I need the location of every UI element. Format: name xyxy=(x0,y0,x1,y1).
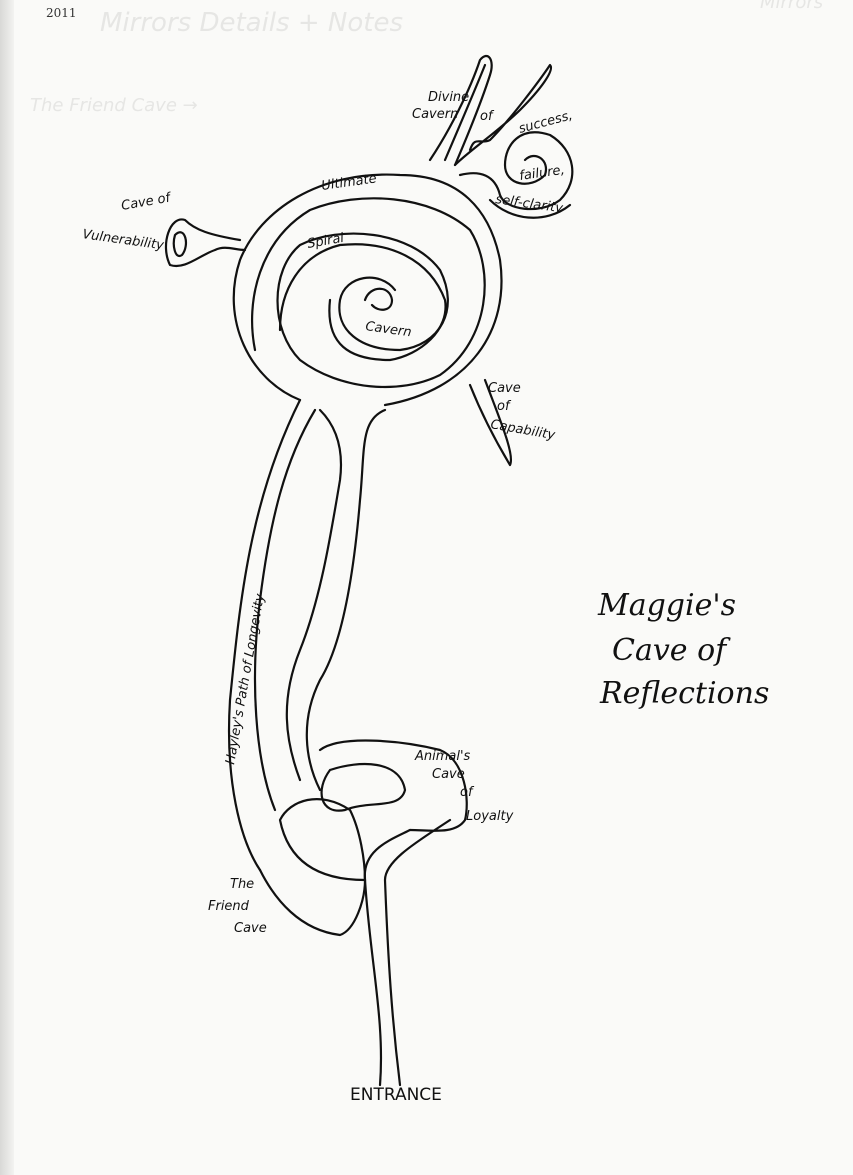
label-spiral: Spiral xyxy=(306,231,345,252)
title-line-3: Reflections xyxy=(599,676,769,711)
page-edge-shadow xyxy=(0,0,14,1175)
label-friend-the: The xyxy=(230,877,254,892)
bleed-through-corner: Mirrors xyxy=(760,0,824,13)
cave-of-capability xyxy=(468,378,513,467)
entrance-passage xyxy=(363,828,412,1087)
title-line-2: Cave of xyxy=(612,633,731,668)
bleed-through-title: Mirrors Details + Notes xyxy=(100,8,403,38)
cave-of-vulnerability xyxy=(165,218,247,268)
label-vulnerability-2: Vulnerability xyxy=(81,227,165,253)
friend-cave xyxy=(278,798,367,882)
label-failure: failure, xyxy=(518,163,565,184)
label-of: of xyxy=(480,109,495,124)
label-divine-cavern: Cavern xyxy=(412,107,458,122)
title-line-1: Maggie's xyxy=(597,588,736,623)
map-labels: Divine Cavern of success, failure, self-… xyxy=(81,90,574,1105)
label-capability-1: Cave xyxy=(488,381,521,396)
divine-cavern xyxy=(428,54,493,167)
label-ultimate: Ultimate xyxy=(320,171,377,194)
label-hayleys-path: Hayley's Path of Longevity xyxy=(223,592,268,765)
year-label: 2011 xyxy=(46,6,77,20)
hayleys-path xyxy=(227,398,302,872)
success-failure-spiral xyxy=(458,131,574,211)
label-spiral-cavern: Cavern xyxy=(364,319,412,340)
bleed-through-note: The Friend Cave → xyxy=(30,95,198,116)
cave-passages xyxy=(165,54,574,1087)
ultimate-spiral-cavern xyxy=(232,173,503,407)
label-capability-2: of xyxy=(497,399,512,414)
label-success: success, xyxy=(517,108,574,137)
label-vulnerability-1: Cave of xyxy=(120,190,174,214)
label-friend-cave: Cave xyxy=(234,921,267,936)
label-entrance: ENTRANCE xyxy=(350,1085,442,1105)
label-friend: Friend xyxy=(208,899,250,914)
map-title: Maggie's Cave of Reflections xyxy=(597,588,769,711)
label-divine: Divine xyxy=(428,90,469,105)
label-animals-of: of xyxy=(460,785,475,800)
animals-cave xyxy=(318,739,468,832)
label-loyalty: Loyalty xyxy=(466,809,514,824)
label-capability-3: Capability xyxy=(489,417,556,443)
label-self-clarity: self-clarity xyxy=(494,192,564,216)
label-animals-cave: Cave xyxy=(432,767,465,782)
label-animals: Animal's xyxy=(414,749,471,764)
